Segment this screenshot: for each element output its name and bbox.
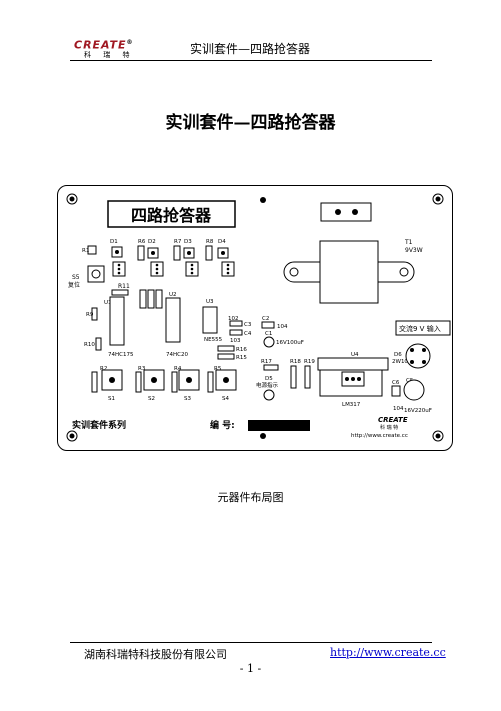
svg-text:R2: R2 — [100, 366, 107, 372]
svg-text:2W10: 2W10 — [392, 359, 408, 365]
svg-text:D6: D6 — [394, 352, 402, 358]
svg-text:D1: D1 — [110, 239, 118, 245]
svg-text:D2: D2 — [148, 239, 156, 245]
svg-text:R4: R4 — [174, 366, 182, 372]
svg-text:9V3W: 9V3W — [405, 247, 423, 254]
svg-text:U4: U4 — [351, 352, 359, 358]
figure-caption: 元器件布局图 — [217, 491, 284, 504]
svg-text:103: 103 — [230, 338, 241, 344]
svg-text:104: 104 — [393, 406, 404, 412]
number-label: 编 号: — [210, 419, 235, 431]
svg-text:R8: R8 — [206, 239, 214, 245]
svg-text:U2: U2 — [169, 292, 177, 298]
pcb-layout-diagram: 四路抢答器 T1 9V3W 交流9 V 输入 R1 D1 R6 D2 R7 D3… — [66, 193, 451, 442]
svg-text:U1: U1 — [104, 300, 112, 306]
transformer: T1 9V3W — [283, 202, 423, 304]
svg-text:R5: R5 — [214, 366, 222, 372]
svg-text:R18: R18 — [290, 359, 301, 365]
timer-components: 102 C3 C4 103 R16 R15 C2 104 C1 16V100uF… — [217, 316, 315, 401]
ac-input-label: 交流9 V 输入 — [399, 324, 441, 333]
board-title: 四路抢答器 — [131, 206, 212, 225]
number-field — [248, 420, 310, 431]
svg-text:S4: S4 — [222, 396, 229, 402]
svg-text:电源指示: 电源指示 — [256, 381, 279, 389]
svg-text:LM317: LM317 — [342, 402, 361, 408]
page-number: - 1 - — [239, 662, 262, 675]
document-title: 实训套件—四路抢答器 — [165, 113, 336, 133]
svg-text:R10: R10 — [84, 342, 95, 348]
svg-text:R6: R6 — [138, 239, 146, 245]
svg-text:S5: S5 — [72, 274, 80, 281]
svg-text:C4: C4 — [244, 331, 252, 337]
logo-text: CREATE® — [74, 38, 134, 52]
header-title: 实训套件—四路抢答器 — [190, 42, 311, 56]
push-buttons: R2 S1 R3 S2 R4 S3 R5 S4 — [91, 366, 237, 402]
svg-text:R15: R15 — [236, 355, 247, 361]
svg-text:74HC20: 74HC20 — [166, 352, 188, 358]
svg-text:S3: S3 — [184, 396, 191, 402]
svg-text:R11: R11 — [118, 283, 130, 290]
footer-rule — [70, 642, 432, 643]
power-section: U4 LM317 D6 2W10 C5 16V220uF C6 104 — [317, 343, 432, 414]
svg-text:R3: R3 — [138, 366, 146, 372]
ac-input-box — [395, 320, 451, 336]
logo-cn: 科 瑞 特 — [84, 50, 135, 59]
svg-text:C6: C6 — [392, 380, 400, 386]
header-rule — [70, 60, 432, 61]
svg-text:R7: R7 — [174, 239, 182, 245]
svg-text:NE555: NE555 — [204, 337, 223, 343]
footer-url-link[interactable]: http://www.create.cc — [330, 646, 446, 659]
svg-text:T1: T1 — [404, 239, 413, 246]
ic-chips: U1 R9 R10 74HC175 U2 74HC20 U3 NE555 — [84, 289, 223, 358]
svg-text:104: 104 — [277, 324, 288, 330]
svg-text:R16: R16 — [236, 347, 247, 353]
svg-text:16V100uF: 16V100uF — [276, 340, 304, 346]
svg-text:D4: D4 — [218, 239, 226, 245]
board-url: http://www.create.cc — [351, 433, 408, 439]
led-row: R1 D1 R6 D2 R7 D3 R8 D4 — [82, 239, 235, 277]
series-label: 实训套件系列 — [72, 419, 126, 431]
svg-text:R17: R17 — [261, 359, 272, 365]
svg-text:复位: 复位 — [68, 281, 80, 289]
svg-text:74HC175: 74HC175 — [108, 352, 134, 358]
svg-text:R1: R1 — [82, 248, 89, 254]
svg-text:S1: S1 — [108, 396, 115, 402]
pcb-board: 四路抢答器 T1 9V3W 交流9 V 输入 R1 D1 R6 D2 R7 D3… — [57, 185, 453, 451]
svg-text:C1: C1 — [265, 331, 272, 337]
reset-switch: S5 复位 R11 — [68, 265, 130, 296]
board-title-box — [107, 200, 236, 228]
svg-text:D3: D3 — [184, 239, 192, 245]
svg-text:C3: C3 — [244, 322, 252, 328]
mount-holes — [66, 193, 444, 442]
svg-text:D5: D5 — [265, 376, 273, 382]
svg-text:R19: R19 — [304, 359, 315, 365]
svg-text:C2: C2 — [262, 316, 269, 322]
svg-text:16V220uF: 16V220uF — [404, 408, 432, 414]
svg-text:R9: R9 — [86, 312, 94, 318]
header-logo: CREATE® 科 瑞 特 — [74, 37, 152, 59]
svg-text:102: 102 — [228, 316, 239, 322]
footer-company: 湖南科瑞特科技股份有限公司 — [84, 648, 227, 661]
board-logo: CREATE — [378, 416, 408, 424]
svg-text:U3: U3 — [206, 299, 214, 305]
svg-text:S2: S2 — [148, 396, 155, 402]
board-logo-cn: 科 瑞 特 — [380, 424, 398, 431]
